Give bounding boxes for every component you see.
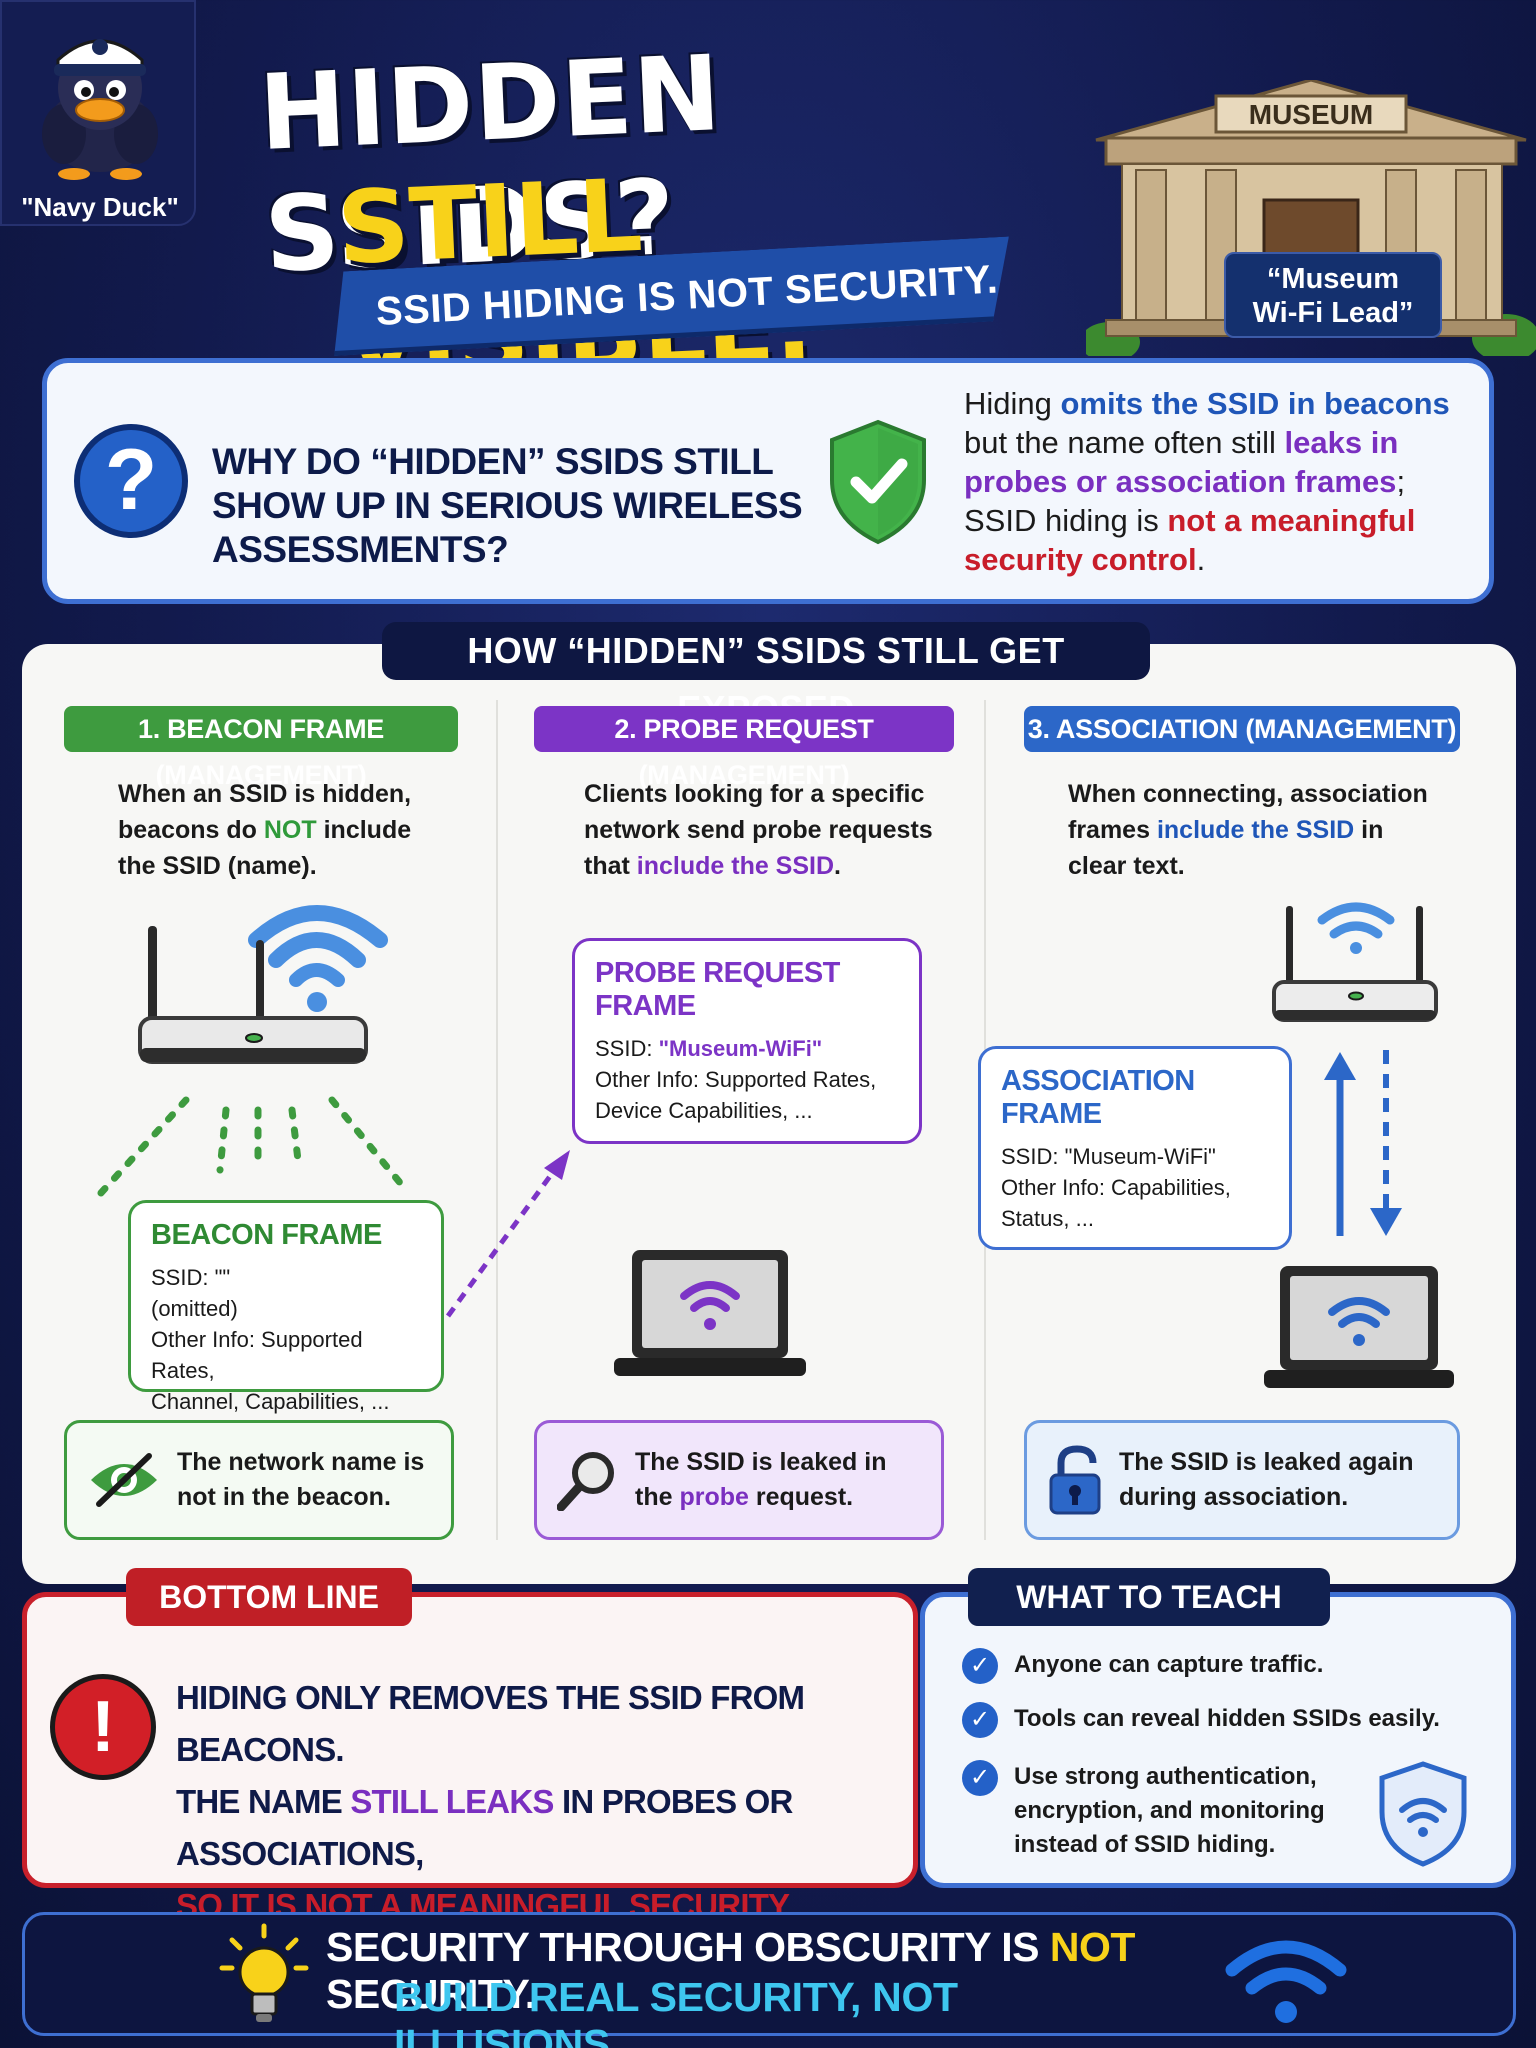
answer-highlight-leaks: leaks in probes or association frames — [964, 425, 1399, 499]
shield-wifi-icon — [1379, 1761, 1467, 1867]
association-note-text: The SSID is leaked again during associat… — [1119, 1448, 1414, 1511]
mascot-label: "Navy Duck" — [21, 192, 179, 222]
beacon-note-text: The network name is not in the beacon. — [177, 1448, 425, 1511]
answer-part: ; SSID hiding is — [964, 464, 1406, 538]
association-frame-line: SSID: "Museum-WiFi" — [1001, 1144, 1216, 1169]
association-note: The SSID is leaked again during associat… — [1024, 1420, 1460, 1540]
mascot-panel: "Navy Duck" — [0, 0, 196, 226]
association-frame-line: Other Info: Capabilities, — [1001, 1175, 1231, 1200]
bottom-line-tag: BOTTOM LINE — [126, 1568, 412, 1626]
bottom-line-panel — [22, 1592, 918, 1888]
desc-part: When connecting, association frames — [1068, 780, 1428, 844]
desc-part: include the SSID (name). — [118, 816, 412, 880]
museum-wifi-lead-tag: “Museum Wi-Fi Lead” — [1224, 252, 1442, 338]
step-2-description: Clients looking for a specific network s… — [584, 776, 944, 884]
probe-request-frame-box: PROBE REQUEST FRAME SSID: "Museum-WiFi" … — [572, 938, 922, 1144]
laptop-icon — [614, 1250, 806, 1376]
desc-highlight-not: NOT — [263, 816, 317, 844]
question-text: WHY DO “HIDDEN” SSIDS STILL SHOW UP IN S… — [212, 441, 803, 570]
desc-part: Clients looking for a specific network s… — [584, 780, 933, 880]
footer-part: SECURITY THROUGH OBSCURITY IS — [326, 1924, 1050, 1970]
line-part: IN PROBES OR ASSOCIATIONS, — [176, 1783, 793, 1872]
note-part: request. — [748, 1483, 854, 1511]
duck-mascot-icon — [42, 39, 158, 180]
dashed-arrow-icon — [445, 1150, 570, 1318]
beacon-frame-line: (omitted) — [151, 1296, 238, 1321]
desc-part: . — [834, 852, 841, 880]
line-highlight-still-leaks: STILL LEAKS — [350, 1783, 554, 1820]
check-icon: ✓ — [962, 1760, 998, 1796]
museum-sign: MUSEUM — [1249, 99, 1373, 130]
check-icon: ✓ — [962, 1648, 998, 1684]
footer-line-1: SECURITY THROUGH OBSCURITY IS NOT SECURI… — [326, 1924, 1226, 2018]
association-frame-title: ASSOCIATION FRAME — [1001, 1065, 1195, 1130]
probe-frame-ssid: SSID: "Museum-WiFi" — [595, 1033, 899, 1064]
bidirectional-arrows-icon — [1324, 1050, 1402, 1236]
question-panel — [42, 358, 1494, 604]
ssid-value: "Museum-WiFi" — [658, 1036, 823, 1061]
desc-part: in clear text. — [1068, 816, 1384, 880]
magnifier-icon — [557, 1452, 614, 1511]
note-highlight-probe: probe — [679, 1483, 749, 1511]
answer-highlight-beacons: omits the SSID in beacons — [1060, 386, 1450, 421]
teach-item: Use strong authentication, encryption, a… — [1014, 1763, 1325, 1858]
router-small-icon — [1272, 902, 1438, 1022]
beacon-frame-line: SSID: "" — [151, 1265, 231, 1290]
probe-note-text: The SSID is leaked in the probe request. — [635, 1445, 925, 1515]
exclamation-icon: ! — [50, 1674, 156, 1780]
association-frame-line: Status, ... — [1001, 1206, 1094, 1231]
eye-hidden-icon — [91, 1453, 157, 1507]
answer-part: . — [1196, 542, 1206, 577]
beacon-frame-line: Channel, Capabilities, ... — [151, 1389, 390, 1414]
association-frame-box: ASSOCIATION FRAME SSID: "Museum-WiFi" Ot… — [978, 1046, 1292, 1250]
step-1-description: When an SSID is hidden, beacons do NOT i… — [118, 776, 448, 884]
beacon-frame-title: BEACON FRAME — [151, 1219, 382, 1251]
probe-note: The SSID is leaked in the probe request. — [534, 1420, 944, 1540]
lightbulb-icon — [219, 1923, 309, 2022]
column-divider — [496, 700, 498, 1540]
answer-part: but the name often still — [964, 425, 1285, 460]
shield-check-icon — [830, 419, 926, 545]
wifi-icon — [1225, 1940, 1347, 2023]
footer-highlight-not: NOT — [1049, 1924, 1136, 1970]
desc-part: When an SSID is hidden, beacons do — [118, 780, 412, 844]
note-part: The SSID is leaked in the — [635, 1448, 887, 1511]
padlock-open-icon — [1049, 1445, 1101, 1515]
answer-highlight-not-control: not a meaningful security control — [964, 503, 1416, 577]
footer-part: SECURITY. — [326, 1971, 536, 2017]
step-1-tag: 1. BEACON FRAME (MANAGEMENT) — [64, 706, 458, 790]
bottom-line-2: THE NAME STILL LEAKS IN PROBES OR ASSOCI… — [176, 1776, 906, 1880]
step-2-tag: 2. PROBE REQUEST (MANAGEMENT) — [534, 706, 954, 790]
footer-line-2: BUILD REAL SECURITY, NOT ILLUSIONS. — [394, 1974, 958, 2048]
step-3-description: When connecting, association frames incl… — [1068, 776, 1448, 884]
router-icon — [96, 905, 410, 1198]
teach-item: Tools can reveal hidden SSIDs easily. — [1014, 1705, 1440, 1732]
teach-item: Anyone can capture traffic. — [1014, 1651, 1324, 1678]
bottom-line-1: HIDING ONLY REMOVES THE SSID FROM BEACON… — [176, 1679, 805, 1768]
museum-tag-line-1: “Museum — [1266, 263, 1400, 295]
probe-frame-line: Device Capabilities, ... — [595, 1098, 813, 1123]
what-to-teach-tag: WHAT TO TEACH — [968, 1568, 1330, 1626]
museum-tag-line-2: Wi-Fi Lead” — [1252, 297, 1414, 329]
ssid-label: SSID: — [595, 1036, 659, 1061]
probe-frame-line: Other Info: Supported Rates, — [595, 1067, 877, 1092]
step-3-tag: 3. ASSOCIATION (MANAGEMENT) — [1024, 706, 1460, 752]
check-icon: ✓ — [962, 1702, 998, 1738]
answer-part: Hiding — [964, 386, 1061, 421]
laptop-icon — [1264, 1266, 1454, 1388]
desc-highlight-include-ssid: include the SSID — [1156, 816, 1355, 844]
beacon-frame-box: BEACON FRAME SSID: "" (omitted) Other In… — [128, 1200, 444, 1414]
question-mark-icon: ? — [74, 424, 188, 538]
beacon-frame-line: Other Info: Supported Rates, — [151, 1327, 363, 1383]
beacon-note: The network name is not in the beacon. — [64, 1420, 454, 1540]
probe-frame-title: PROBE REQUEST FRAME — [595, 957, 840, 1022]
exposure-panel-header: HOW “HIDDEN” SSIDS STILL GET EXPOSED — [382, 622, 1150, 729]
desc-highlight-include-ssid: include the SSID — [636, 852, 835, 880]
question-answer: Hiding omits the SSID in beacons but the… — [964, 384, 1474, 579]
line-part: THE NAME — [176, 1783, 351, 1820]
